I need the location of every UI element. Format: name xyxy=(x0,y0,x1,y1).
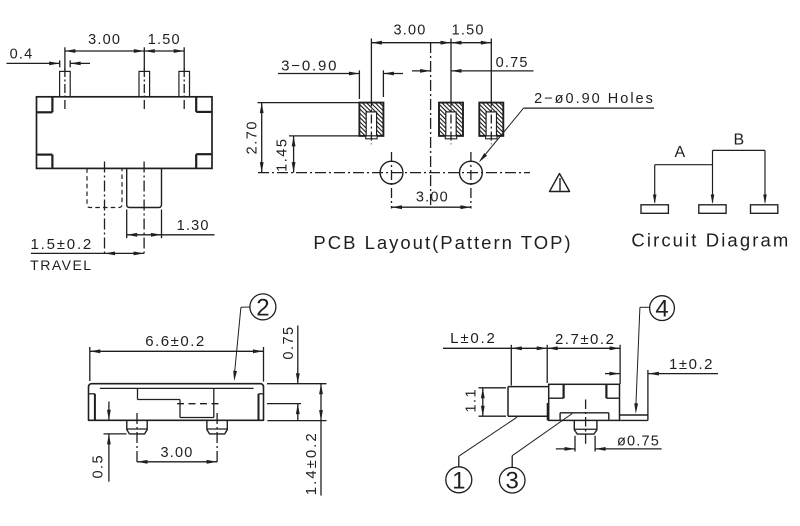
svg-text:1.45: 1.45 xyxy=(275,138,291,172)
svg-text:3.00: 3.00 xyxy=(160,445,193,461)
svg-text:1: 1 xyxy=(452,467,465,494)
svg-text:1.30: 1.30 xyxy=(177,218,210,234)
svg-text:Circuit Diagram: Circuit Diagram xyxy=(631,229,790,250)
svg-text:3.00: 3.00 xyxy=(393,22,426,38)
svg-text:1.50: 1.50 xyxy=(452,22,485,38)
svg-text:3−0.90: 3−0.90 xyxy=(281,57,338,74)
svg-text:0.75: 0.75 xyxy=(281,325,297,359)
svg-text:0.5: 0.5 xyxy=(91,454,107,479)
svg-text:ø0.75: ø0.75 xyxy=(617,433,660,449)
svg-text:3.00: 3.00 xyxy=(88,32,121,48)
svg-text:TRAVEL: TRAVEL xyxy=(30,257,92,273)
svg-text:2.70: 2.70 xyxy=(245,120,261,154)
svg-text:B: B xyxy=(733,131,744,148)
svg-text:2: 2 xyxy=(256,294,269,321)
svg-text:2−ø0.90 Holes: 2−ø0.90 Holes xyxy=(534,91,655,107)
svg-text:3: 3 xyxy=(506,468,519,495)
svg-text:L±0.2: L±0.2 xyxy=(450,330,496,347)
svg-text:1.5±0.2: 1.5±0.2 xyxy=(31,236,94,253)
svg-text:0.75: 0.75 xyxy=(496,55,529,71)
svg-text:4: 4 xyxy=(655,296,668,323)
svg-text:0.4: 0.4 xyxy=(10,47,34,63)
svg-text:PCB Layout(Pattern TOP): PCB Layout(Pattern TOP) xyxy=(313,232,572,253)
svg-text:1±0.2: 1±0.2 xyxy=(669,356,714,373)
svg-text:1.1: 1.1 xyxy=(464,388,480,413)
svg-text:1.50: 1.50 xyxy=(148,32,181,48)
svg-text:6.6±0.2: 6.6±0.2 xyxy=(145,333,205,350)
svg-text:3.00: 3.00 xyxy=(416,189,449,205)
svg-text:2.7±0.2: 2.7±0.2 xyxy=(555,331,615,348)
svg-text:1.4±0.2: 1.4±0.2 xyxy=(303,431,320,495)
svg-text:A: A xyxy=(674,144,685,161)
